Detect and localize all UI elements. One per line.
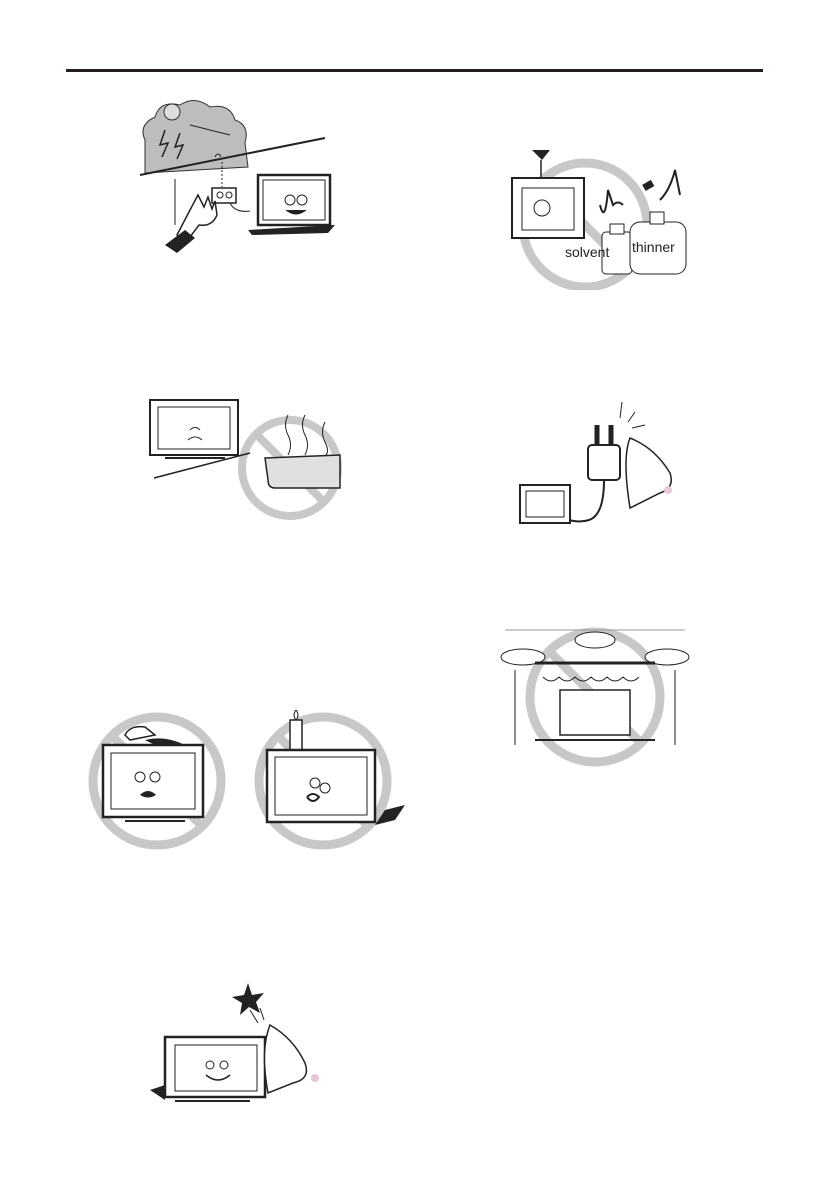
thinner-label: thinner <box>632 239 675 255</box>
illustration-no-candles-on-top <box>245 705 410 850</box>
illustration-no-enclosed-space <box>495 625 695 770</box>
illustration-dry-plug <box>490 390 700 540</box>
solvent-label: solvent <box>565 244 609 260</box>
illustration-no-liquids-on-top <box>85 705 235 850</box>
sparkle-icon <box>232 983 264 1015</box>
illustration-no-steam-heat <box>140 380 380 520</box>
lightning-storm-icon <box>139 100 335 253</box>
header-rule <box>66 69 763 72</box>
illustration-clean-with-cloth <box>140 975 340 1120</box>
illustration-no-solvents: solvent thinner <box>490 140 700 290</box>
illustration-lightning-unplug <box>130 95 360 255</box>
